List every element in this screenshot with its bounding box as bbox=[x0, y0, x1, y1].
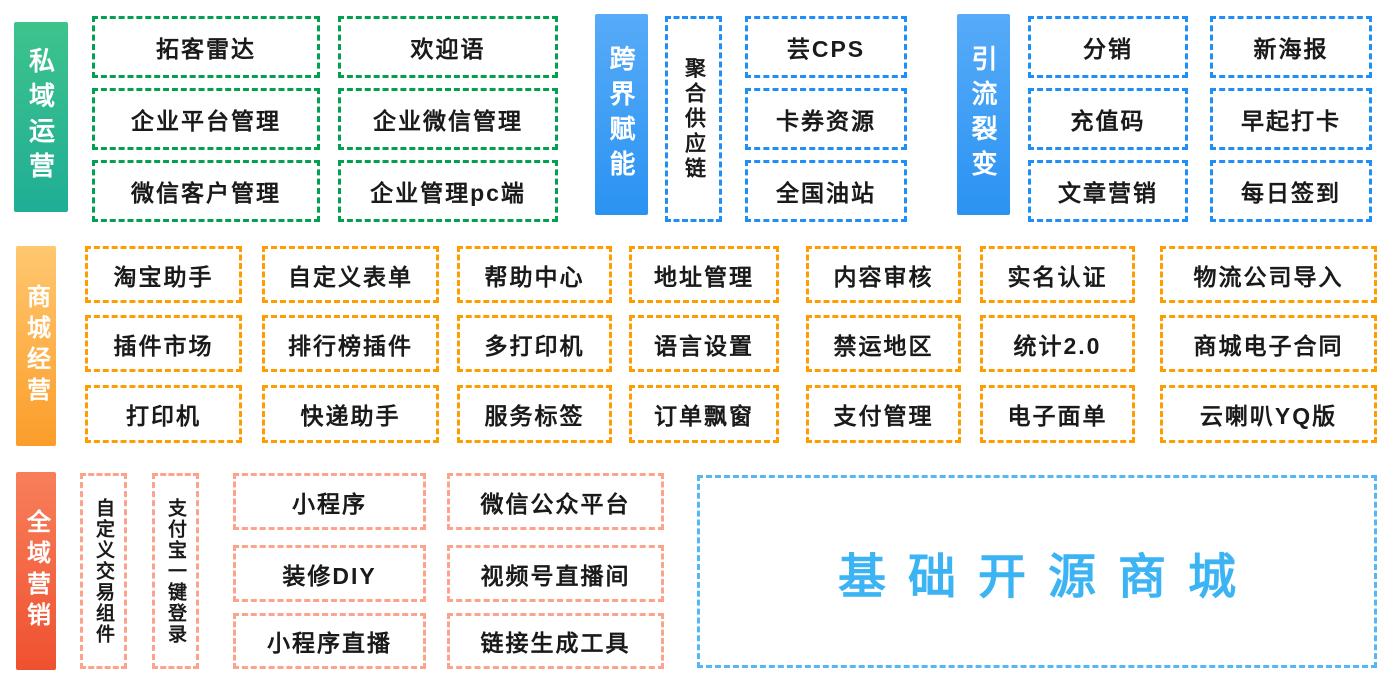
section-label-mall-operation: 商城经营 bbox=[16, 246, 56, 446]
feature-box: 小程序 bbox=[233, 473, 426, 530]
feature-box: 微信客户管理 bbox=[92, 160, 320, 222]
feature-box: 语言设置 bbox=[629, 315, 779, 372]
feature-box: 拓客雷达 bbox=[92, 16, 320, 78]
feature-box: 企业平台管理 bbox=[92, 88, 320, 150]
feature-box: 支付管理 bbox=[806, 385, 961, 443]
feature-box: 帮助中心 bbox=[457, 246, 612, 303]
feature-box: 服务标签 bbox=[457, 385, 612, 443]
feature-box: 企业管理pc端 bbox=[338, 160, 558, 222]
feature-box: 淘宝助手 bbox=[85, 246, 242, 303]
feature-box-vertical: 聚合供应链 bbox=[665, 16, 722, 222]
feature-box: 新海报 bbox=[1210, 16, 1372, 78]
feature-box: 内容审核 bbox=[806, 246, 961, 303]
feature-box: 文章营销 bbox=[1028, 160, 1188, 222]
feature-box: 每日签到 bbox=[1210, 160, 1372, 222]
feature-box: 全国油站 bbox=[745, 160, 907, 222]
feature-box: 小程序直播 bbox=[233, 613, 426, 669]
feature-box: 自定义表单 bbox=[262, 246, 439, 303]
feature-box: 多打印机 bbox=[457, 315, 612, 372]
feature-box: 微信公众平台 bbox=[447, 473, 664, 530]
feature-box: 企业微信管理 bbox=[338, 88, 558, 150]
feature-box: 快递助手 bbox=[262, 385, 439, 443]
feature-box: 打印机 bbox=[85, 385, 242, 443]
base-open-source-mall-box: 基础开源商城 bbox=[697, 475, 1377, 668]
feature-box: 物流公司导入 bbox=[1160, 246, 1377, 303]
feature-box: 欢迎语 bbox=[338, 16, 558, 78]
feature-box: 链接生成工具 bbox=[447, 613, 664, 669]
feature-box: 分销 bbox=[1028, 16, 1188, 78]
feature-box-vertical: 支付宝一键登录 bbox=[152, 473, 199, 669]
feature-box: 统计2.0 bbox=[980, 315, 1135, 372]
feature-box: 地址管理 bbox=[629, 246, 779, 303]
feature-box: 视频号直播间 bbox=[447, 545, 664, 602]
feature-box: 装修DIY bbox=[233, 545, 426, 602]
feature-box: 电子面单 bbox=[980, 385, 1135, 443]
feature-box: 芸CPS bbox=[745, 16, 907, 78]
section-label-omni-marketing: 全域营销 bbox=[16, 472, 56, 670]
section-label-cross-border: 跨界赋能 bbox=[595, 14, 648, 215]
feature-box: 实名认证 bbox=[980, 246, 1135, 303]
section-label-private-domain: 私域运营 bbox=[14, 22, 68, 212]
feature-box: 卡券资源 bbox=[745, 88, 907, 150]
feature-box: 充值码 bbox=[1028, 88, 1188, 150]
feature-box: 早起打卡 bbox=[1210, 88, 1372, 150]
feature-box: 排行榜插件 bbox=[262, 315, 439, 372]
section-label-traffic-fission: 引流裂变 bbox=[957, 14, 1010, 215]
feature-box: 禁运地区 bbox=[806, 315, 961, 372]
feature-box: 插件市场 bbox=[85, 315, 242, 372]
feature-box: 云喇叭YQ版 bbox=[1160, 385, 1377, 443]
feature-box-vertical: 自定义交易组件 bbox=[80, 473, 127, 669]
feature-box: 订单飘窗 bbox=[629, 385, 779, 443]
feature-box: 商城电子合同 bbox=[1160, 315, 1377, 372]
